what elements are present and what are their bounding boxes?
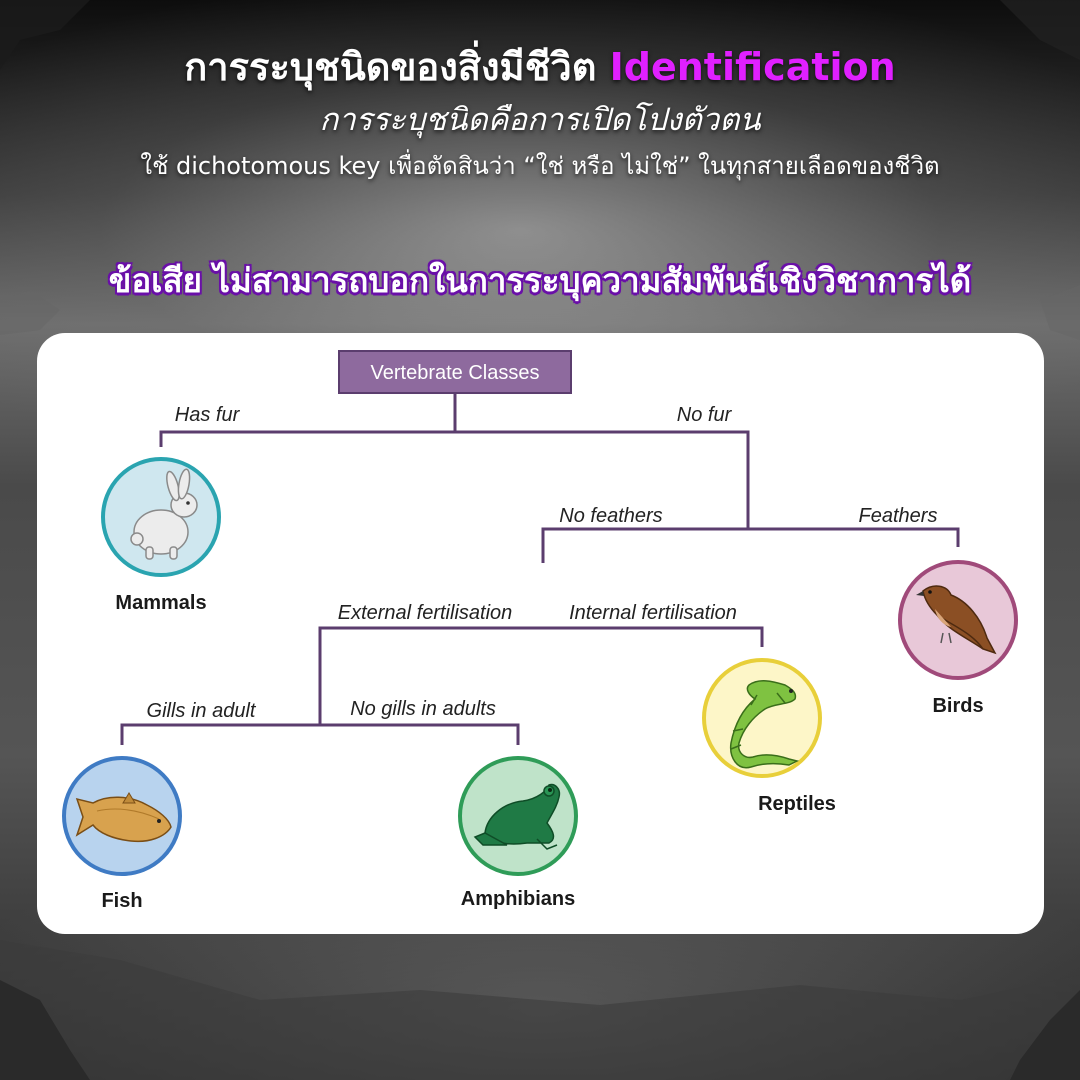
branch-label-no-feathers: No feathers bbox=[559, 505, 662, 527]
class-label-reptiles: Reptiles bbox=[758, 793, 836, 815]
root-node: Vertebrate Classes bbox=[338, 350, 572, 394]
class-label-birds: Birds bbox=[932, 695, 983, 717]
branch-label-no-fur: No fur bbox=[677, 404, 733, 426]
class-label-fish: Fish bbox=[101, 890, 142, 912]
connector-level1 bbox=[159, 430, 750, 529]
class-label-mammals: Mammals bbox=[115, 592, 206, 614]
node-mammals: Mammals bbox=[101, 457, 221, 614]
node-reptiles: Reptiles bbox=[702, 658, 836, 815]
node-birds: Birds bbox=[898, 560, 1018, 717]
class-label-amphibians: Amphibians bbox=[461, 888, 575, 910]
rabbit-icon bbox=[130, 468, 198, 560]
branch-label-gills-in-adult: Gills in adult bbox=[147, 700, 257, 722]
node-amphibians: Amphibians bbox=[458, 756, 578, 910]
fish-icon bbox=[75, 792, 172, 843]
page-subtitle: การระบุชนิดคือการเปิดโปงตัวตน bbox=[319, 102, 761, 138]
tree-connectors bbox=[120, 393, 960, 745]
branch-label-external-fertilisation: External fertilisation bbox=[338, 602, 513, 624]
page-title-highlight: Identification bbox=[609, 45, 896, 89]
root-node-label: Vertebrate Classes bbox=[371, 362, 540, 384]
page-title-thai: การระบุชนิดของสิ่งมีชีวิต bbox=[184, 45, 597, 89]
disadvantage-heading: ข้อเสีย ไม่สามารถบอกในการระบุความสัมพันธ… bbox=[108, 261, 972, 300]
lizard-icon bbox=[729, 680, 800, 769]
page-title: การระบุชนิดของสิ่งมีชีวิต Identification bbox=[0, 36, 1080, 97]
branch-label-no-gills-in-adults: No gills in adults bbox=[350, 698, 496, 720]
diagram-card: Vertebrate Classes Has fur No fur No fea… bbox=[37, 333, 1044, 934]
branch-label-internal-fertilisation: Internal fertilisation bbox=[569, 602, 737, 624]
dichotomous-key-diagram: Vertebrate Classes Has fur No fur No fea… bbox=[62, 350, 1018, 912]
connector-level3 bbox=[318, 626, 764, 725]
page-description: ใช้ dichotomous key เพื่อตัดสินว่า “ใช่ … bbox=[140, 152, 940, 180]
frog-icon bbox=[473, 783, 561, 850]
bird-icon bbox=[916, 585, 997, 655]
node-fish: Fish bbox=[62, 756, 182, 912]
connector-level4 bbox=[120, 723, 520, 745]
branch-label-has-fur: Has fur bbox=[175, 404, 241, 426]
connector-level2 bbox=[541, 527, 960, 563]
branch-label-feathers: Feathers bbox=[859, 505, 938, 527]
